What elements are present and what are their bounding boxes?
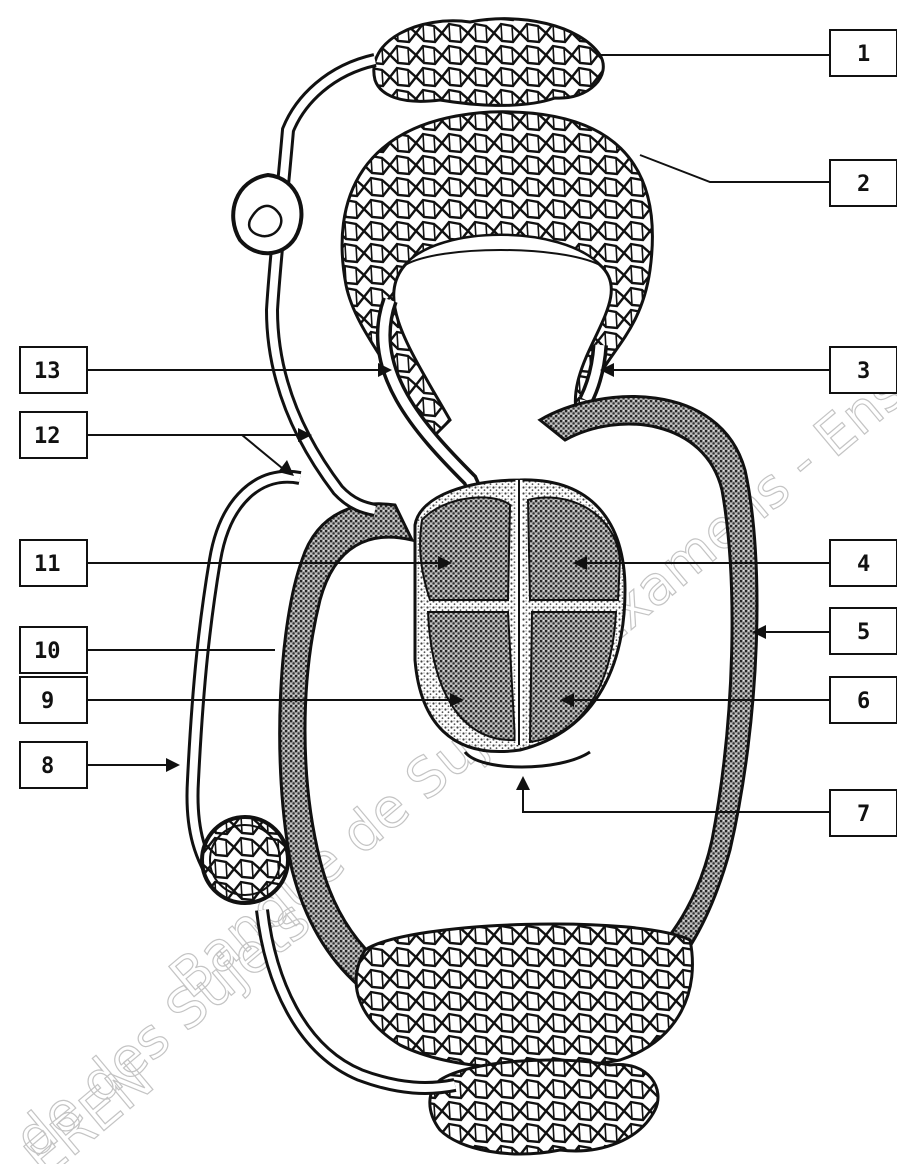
- label-12: 12: [20, 412, 87, 458]
- upper-capillary-network: [374, 19, 603, 106]
- right-atrium: [528, 498, 620, 601]
- label-8: 8: [20, 742, 87, 788]
- label-9: 9: [20, 677, 87, 723]
- svg-text:6: 6: [857, 689, 870, 714]
- svg-text:7: 7: [857, 802, 870, 827]
- svg-text:12: 12: [34, 424, 61, 449]
- svg-text:2: 2: [857, 172, 870, 197]
- svg-text:11: 11: [34, 552, 61, 577]
- lower-capillary-network: [430, 1060, 658, 1154]
- svg-text:5: 5: [857, 620, 870, 645]
- svg-text:1: 1: [857, 42, 870, 67]
- left-atrium: [420, 497, 510, 600]
- label-2: 2: [830, 160, 897, 206]
- heart: [415, 480, 625, 767]
- svg-text:3: 3: [857, 359, 870, 384]
- svg-text:10: 10: [34, 639, 61, 664]
- svg-text:9: 9: [41, 689, 54, 714]
- label-7: 7: [830, 790, 897, 836]
- svg-text:8: 8: [41, 754, 54, 779]
- systemic-capillary-bed: [356, 924, 692, 1068]
- label-11: 11: [20, 540, 87, 586]
- label-6: 6: [830, 677, 897, 723]
- label-3: 3: [830, 347, 897, 393]
- right-ventricle: [530, 612, 616, 742]
- svg-text:13: 13: [34, 359, 61, 384]
- lung-capillary-bulb: [342, 112, 652, 440]
- label-10: 10: [20, 627, 87, 673]
- label-5: 5: [830, 608, 897, 654]
- svg-text:4: 4: [857, 552, 870, 577]
- label-13: 13: [20, 347, 87, 393]
- label-1: 1: [830, 30, 897, 76]
- label-4: 4: [830, 540, 897, 586]
